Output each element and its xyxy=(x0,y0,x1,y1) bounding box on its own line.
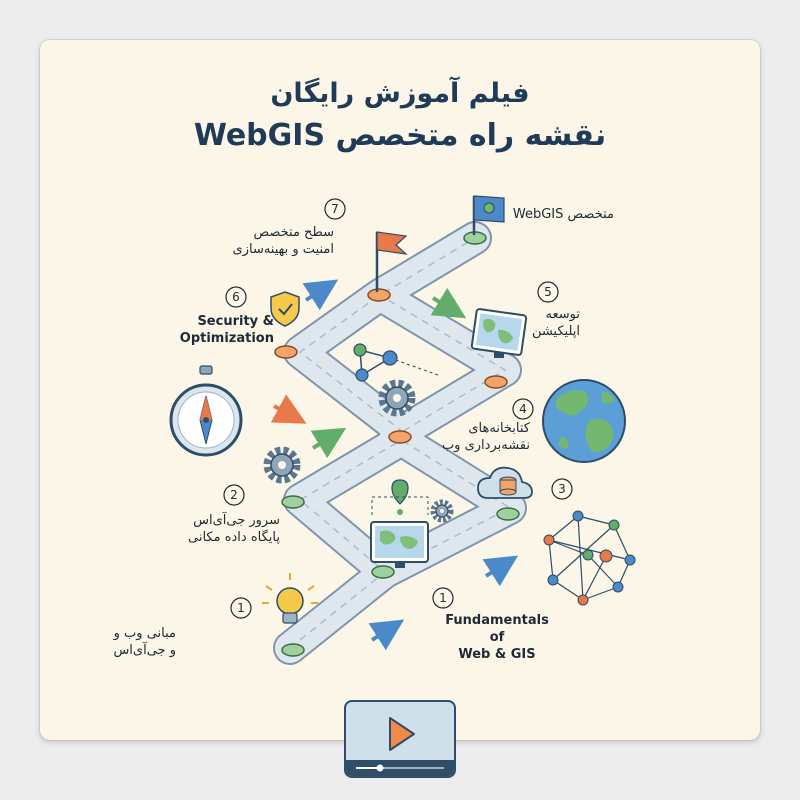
step-number: 3 xyxy=(558,482,566,496)
shield-check-icon xyxy=(270,291,300,327)
goal-text: متخصص WebGIS xyxy=(512,207,614,222)
video-player[interactable] xyxy=(344,700,456,778)
flag-icon xyxy=(472,195,505,235)
road-node xyxy=(484,375,508,389)
arrow-blue xyxy=(302,279,339,311)
goal-label: متخصص WebGIS xyxy=(513,206,614,223)
step-number: 7 xyxy=(331,202,339,216)
step-number: 5 xyxy=(544,285,552,299)
gear-icon xyxy=(430,499,454,523)
monitor-map-icon xyxy=(370,479,429,568)
step-5-text: توسعه اپلیکیشن xyxy=(531,307,580,339)
network-icon xyxy=(353,343,439,382)
step-2-label: سرور جی‌آی‌اس پایگاه داده مکانی xyxy=(188,512,280,546)
video-progress-handle xyxy=(376,764,384,772)
road-node xyxy=(281,643,305,657)
compass-icon xyxy=(169,365,243,457)
road-node xyxy=(281,495,305,509)
step-number-circles: 1 1 2 3 4 5 6 7 xyxy=(223,198,573,619)
arrow-green xyxy=(310,427,347,459)
step-6-text: Security & Optimization xyxy=(179,314,274,346)
step-7-text: سطح متخصص امنیت و بهینه‌سازی xyxy=(232,225,334,257)
step-5-label: توسعه اپلیکیشن xyxy=(532,306,580,340)
monitor-map-icon xyxy=(470,308,528,358)
network-icon xyxy=(543,510,636,606)
step-1-fa-text: مبانی وب و و جی‌آی‌اس xyxy=(113,626,176,658)
lightbulb-icon xyxy=(262,573,318,624)
road-node xyxy=(274,345,298,359)
step-number: 6 xyxy=(232,290,240,304)
flag-icon xyxy=(375,231,408,292)
step-number: 4 xyxy=(519,402,527,416)
step-4-text: کتابخانه‌های نقشه‌برداری وب xyxy=(441,421,530,453)
step-number: 1 xyxy=(237,601,245,615)
road-node xyxy=(371,565,395,579)
step-circle xyxy=(324,198,346,220)
step-1-en-label: Fundamentals of Web & GIS xyxy=(440,612,554,663)
step-4-label: کتابخانه‌های نقشه‌برداری وب xyxy=(442,420,530,454)
step-circle xyxy=(230,597,252,619)
road-node xyxy=(388,430,412,444)
title-line-2: نقشه راه متخصص WebGIS xyxy=(193,118,607,153)
road-node xyxy=(367,288,391,302)
step-circle xyxy=(537,281,559,303)
step-circle xyxy=(512,398,534,420)
step-circle xyxy=(432,587,454,609)
road-node xyxy=(496,507,520,521)
gear-icon xyxy=(263,446,301,484)
arrow-orange xyxy=(270,394,307,424)
step-circle xyxy=(551,478,573,500)
globe-icon xyxy=(542,379,626,463)
cloud-database-icon xyxy=(477,466,533,499)
arrow-green xyxy=(430,287,467,319)
gear-icon xyxy=(378,379,416,417)
play-icon xyxy=(389,717,415,751)
arrow-blue xyxy=(368,619,405,651)
step-1-fa-label: مبانی وب و و جی‌آی‌اس xyxy=(113,625,176,659)
step-number: 1 xyxy=(439,591,447,605)
arrow-blue xyxy=(482,555,519,587)
step-1-en-text: Fundamentals of Web & GIS xyxy=(445,613,549,662)
step-7-label: سطح متخصص امنیت و بهینه‌سازی xyxy=(233,224,334,258)
video-player-graphic xyxy=(346,717,454,776)
road-nodes xyxy=(274,231,520,657)
title-line-1: فیلم آموزش رایگان xyxy=(270,78,530,109)
step-6-label: Security & Optimization xyxy=(168,313,274,347)
step-2-text: سرور جی‌آی‌اس پایگاه داده مکانی xyxy=(188,513,280,545)
step-number: 2 xyxy=(230,488,238,502)
step-circle xyxy=(225,286,247,308)
step-circle xyxy=(223,484,245,506)
